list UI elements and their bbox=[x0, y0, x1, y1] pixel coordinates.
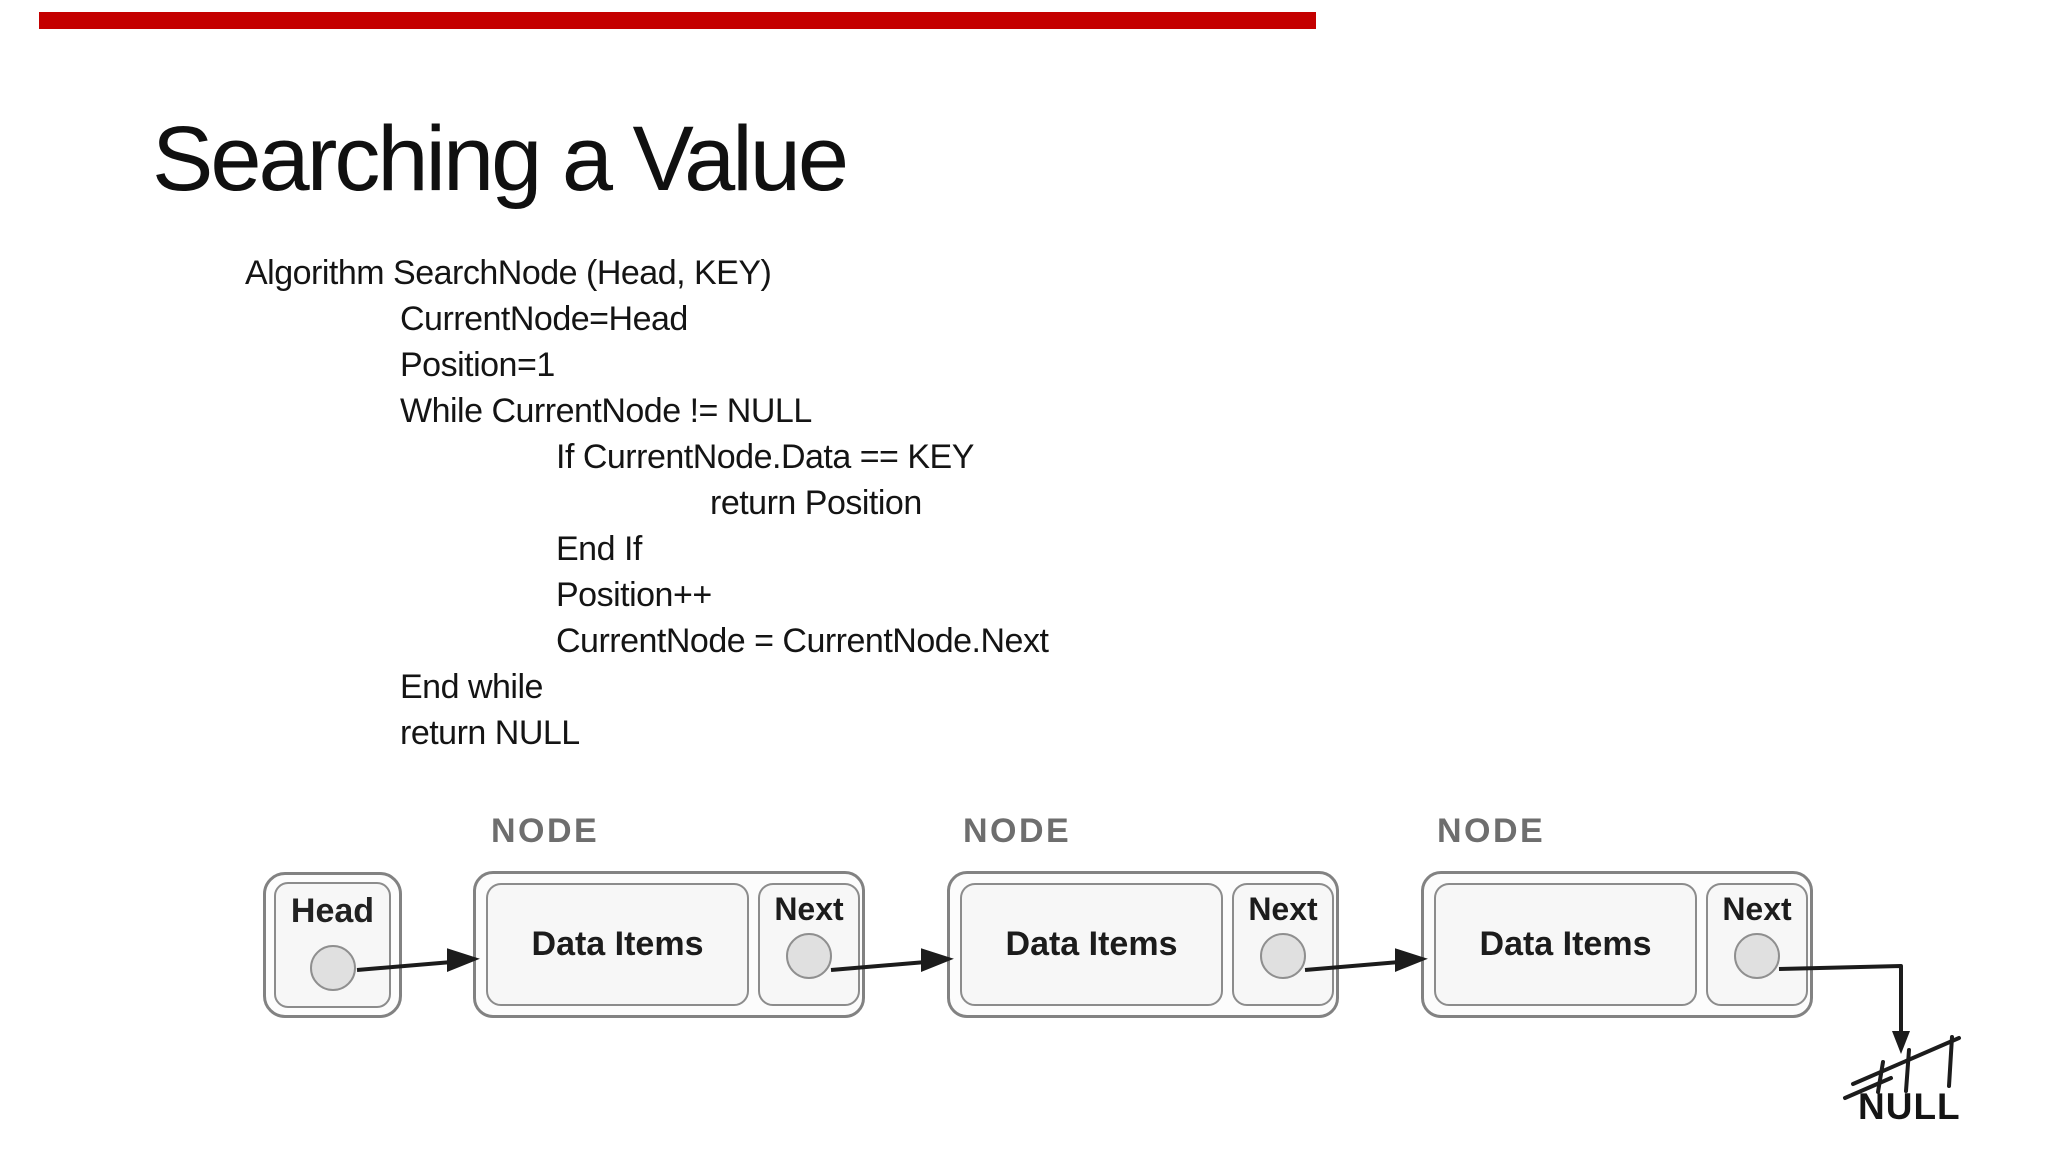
pseudocode-line: Algorithm SearchNode (Head, KEY) bbox=[245, 254, 772, 292]
next-box: Next bbox=[1706, 883, 1808, 1006]
node-caption-2: NODE bbox=[963, 812, 1072, 850]
pseudocode-line: return NULL bbox=[400, 714, 580, 752]
next-label: Next bbox=[1248, 891, 1318, 927]
next-label: Next bbox=[774, 891, 844, 927]
head-label: Head bbox=[290, 892, 375, 930]
list-node-1: Data Items Next bbox=[473, 871, 865, 1018]
pseudocode-line: If CurrentNode.Data == KEY bbox=[556, 438, 974, 476]
next-label: Next bbox=[1722, 891, 1792, 927]
data-items-label: Data Items bbox=[531, 925, 704, 963]
data-items-label: Data Items bbox=[1479, 925, 1652, 963]
next-box: Next bbox=[758, 883, 860, 1006]
node-caption-1: NODE bbox=[491, 812, 600, 850]
pseudocode-line: End If bbox=[556, 530, 642, 568]
list-node-3: Data Items Next bbox=[1421, 871, 1813, 1018]
next-pointer-circle bbox=[786, 933, 832, 979]
pseudocode-line: Position=1 bbox=[400, 346, 555, 384]
data-items-box: Data Items bbox=[960, 883, 1223, 1006]
head-pointer-circle bbox=[309, 945, 356, 991]
pseudocode-line: End while bbox=[400, 668, 543, 706]
head-box: Head bbox=[263, 872, 402, 1018]
data-items-box: Data Items bbox=[486, 883, 749, 1006]
head-box-inner: Head bbox=[274, 882, 391, 1008]
next-box: Next bbox=[1232, 883, 1334, 1006]
pseudocode-line: return Position bbox=[710, 484, 922, 522]
null-label: NULL bbox=[1858, 1086, 1961, 1127]
data-items-label: Data Items bbox=[1005, 925, 1178, 963]
next-pointer-circle bbox=[1260, 933, 1306, 979]
pseudocode-line: CurrentNode=Head bbox=[400, 300, 688, 338]
pseudocode-line: Position++ bbox=[556, 576, 712, 614]
slide-title: Searching a Value bbox=[152, 108, 849, 210]
pseudocode-line: While CurrentNode != NULL bbox=[400, 392, 812, 430]
node-caption-3: NODE bbox=[1437, 812, 1546, 850]
pseudocode-block: Algorithm SearchNode (Head, KEY) Current… bbox=[245, 250, 1345, 756]
accent-bar bbox=[39, 12, 1316, 29]
list-node-2: Data Items Next bbox=[947, 871, 1339, 1018]
next-pointer-circle bbox=[1734, 933, 1780, 979]
data-items-box: Data Items bbox=[1434, 883, 1697, 1006]
pseudocode-line: CurrentNode = CurrentNode.Next bbox=[556, 622, 1049, 660]
